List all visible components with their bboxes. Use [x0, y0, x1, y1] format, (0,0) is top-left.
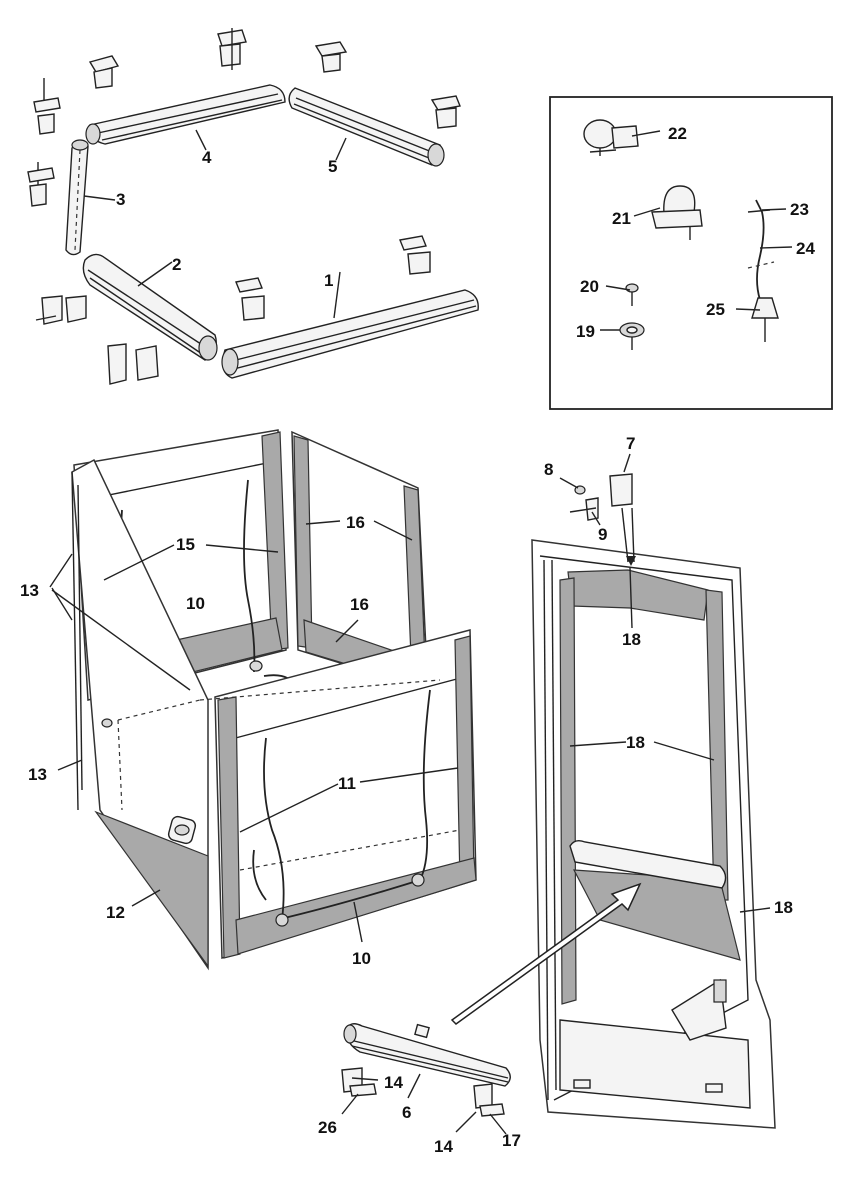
bracket-top-center: [217, 28, 247, 70]
callout-10a: 10: [186, 594, 205, 613]
bracket-top-left: [88, 55, 120, 89]
bracket-lower-left-a: [35, 295, 87, 325]
weight-part-25: [751, 297, 779, 342]
callout-19: 19: [576, 322, 595, 341]
callout-20: 20: [580, 277, 599, 296]
callout-8: 8: [544, 460, 553, 479]
assembly-arrow: [450, 882, 642, 1025]
callout-12: 12: [106, 903, 125, 922]
callout-3: 3: [116, 190, 125, 209]
callout-9: 9: [598, 525, 607, 544]
callout-16a: 16: [346, 513, 365, 532]
bracket-left-upper: [33, 78, 61, 135]
callout-15: 15: [176, 535, 195, 554]
rail-part-5: [288, 87, 445, 167]
callout-2: 2: [172, 255, 181, 274]
callout-11: 11: [338, 774, 356, 793]
rail-part-1: [221, 289, 479, 379]
callout-18a: 18: [622, 630, 641, 649]
callout-23: 23: [790, 200, 809, 219]
callout-5: 5: [328, 157, 337, 176]
callout-25: 25: [706, 300, 725, 319]
callout-4: 4: [202, 148, 212, 167]
callout-16b: 16: [350, 595, 369, 614]
rail-part-3: [65, 139, 89, 256]
rail-part-6: [341, 1023, 511, 1117]
rail-part-4: [85, 84, 286, 145]
callout-14a: 14: [384, 1073, 403, 1092]
callout-14b: 14: [434, 1137, 453, 1156]
latch-bracket-part-7: [569, 473, 636, 566]
door-assembly: [531, 473, 776, 1129]
callout-18b: 18: [626, 733, 645, 752]
callout-13b: 13: [28, 765, 47, 784]
callout-18c: 18: [774, 898, 793, 917]
bracket-left-middle: [27, 162, 55, 207]
callout-17: 17: [502, 1131, 521, 1150]
inset-box: [549, 96, 833, 410]
callout-24: 24: [796, 239, 815, 258]
callout-26: 26: [318, 1118, 337, 1137]
callout-13a: 13: [20, 581, 39, 600]
side-panel-13: [71, 458, 209, 971]
callout-22: 22: [668, 124, 687, 143]
front-panel-11: [199, 629, 477, 960]
frame-rails-group: [27, 28, 479, 385]
mirror-part-22: [583, 119, 639, 156]
callout-7: 7: [626, 434, 635, 453]
cab-assembly: [71, 429, 477, 971]
callout-labels: 1 2 3 4 5 22 21 23 24 20 25 19 7 8 9 18 …: [20, 124, 815, 1156]
bracket-right: [430, 95, 461, 129]
callout-1: 1: [324, 271, 333, 290]
pulley-part-19: [619, 322, 645, 350]
hook-bracket-part-21: [651, 185, 703, 240]
bracket-top-right: [314, 41, 348, 73]
leader-lines: [49, 129, 793, 1135]
callout-21: 21: [612, 209, 631, 228]
bracket-center-right: [399, 235, 431, 275]
bracket-center: [235, 277, 265, 321]
callout-6: 6: [402, 1103, 411, 1122]
bracket-lower-left-b: [107, 343, 159, 385]
callout-10b: 10: [352, 949, 371, 968]
rail-part-2: [82, 253, 218, 361]
